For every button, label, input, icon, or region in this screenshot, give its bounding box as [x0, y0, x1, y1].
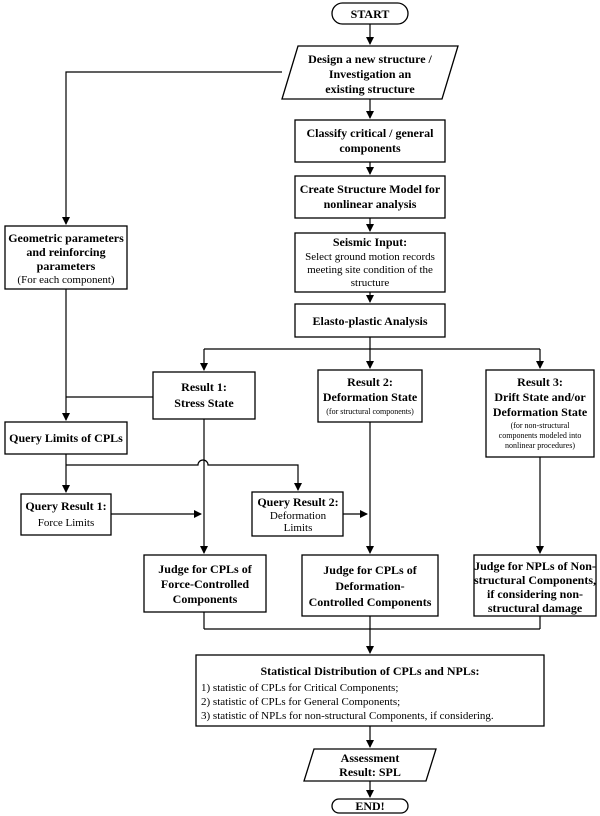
- elasto-box: Elasto-plastic Analysis: [294, 303, 446, 338]
- end-label: END!: [355, 799, 384, 813]
- query1-box: Query Result 1: Force Limits: [20, 493, 112, 536]
- query2-sub-2: Limits: [284, 522, 313, 534]
- classify-line-1: Classify critical / general: [307, 126, 435, 140]
- stat-title: Statistical Distribution of CPLs and NPL…: [260, 664, 479, 678]
- arrow-design-to-geometric: [62, 71, 282, 225]
- judge2-line-3: Controlled Components: [309, 595, 432, 609]
- result1-line-2: Stress State: [174, 396, 234, 410]
- stat-item-1: 1) statistic of CPLs for Critical Compon…: [201, 682, 398, 694]
- query1-sub: Force Limits: [38, 517, 95, 529]
- design-line-1: Design a new structure /: [308, 52, 432, 66]
- judge1-box: Judge for CPLs of Force-Controlled Compo…: [143, 554, 267, 613]
- elasto-label: Elasto-plastic Analysis: [312, 314, 427, 328]
- stat-item-2: 2) statistic of CPLs for General Compone…: [201, 696, 400, 708]
- result3-box: Result 3: Drift State and/or Deformation…: [485, 369, 595, 458]
- model-line-2: nonlinear analysis: [324, 197, 417, 211]
- judge2-line-1: Judge for CPLs of: [323, 563, 417, 577]
- judge3-line-1: Judge for NPLs of Non-: [474, 559, 596, 573]
- result2-note: (for structural components): [326, 407, 414, 416]
- result1-line-1: Result 1:: [181, 380, 227, 394]
- judge1-line-3: Components: [173, 592, 238, 606]
- query-limits-label: Query Limits of CPLs: [9, 431, 123, 445]
- start-terminal: START: [331, 2, 409, 25]
- geometric-line-3: parameters: [37, 259, 96, 273]
- judge3-line-2: structural Components,: [474, 573, 596, 587]
- assess-line-2: Result: SPL: [339, 765, 401, 779]
- query1-title: Query Result 1:: [25, 499, 106, 513]
- classify-box: Classify critical / general components: [294, 119, 446, 163]
- design-io: Design a new structure / Investigation a…: [281, 45, 459, 100]
- result2-line-2: Deformation State: [323, 390, 418, 404]
- judge1-line-2: Force-Controlled: [161, 577, 250, 591]
- arrow-to-query2: [66, 459, 302, 491]
- assess-line-1: Assessment: [341, 751, 400, 765]
- result3-note-1: (for non-structural: [511, 421, 571, 430]
- seismic-box: Seismic Input: Select ground motion reco…: [294, 232, 446, 293]
- end-terminal: END!: [331, 798, 409, 814]
- model-box: Create Structure Model for nonlinear ana…: [294, 175, 446, 219]
- judge3-line-4: structural damage: [488, 601, 583, 615]
- assess-io: Assessment Result: SPL: [303, 748, 437, 782]
- result3-line-3: Deformation State: [493, 405, 588, 419]
- result3-line-2: Drift State and/or: [494, 390, 586, 404]
- query2-title: Query Result 2:: [257, 495, 338, 509]
- seismic-line-2: meeting site condition of the: [307, 264, 433, 276]
- result2-box: Result 2: Deformation State (for structu…: [317, 369, 423, 423]
- connectors: [62, 24, 544, 798]
- result3-note-2: components modeled into: [499, 431, 582, 440]
- design-line-2: Investigation an: [329, 67, 412, 81]
- result2-line-1: Result 2:: [347, 375, 393, 389]
- stat-box: Statistical Distribution of CPLs and NPL…: [195, 654, 545, 727]
- seismic-line-1: Select ground motion records: [305, 251, 435, 263]
- geometric-box: Geometric parameters and reinforcing par…: [4, 225, 128, 290]
- stat-item-3: 3) statistic of NPLs for non-structural …: [201, 710, 494, 722]
- start-label: START: [351, 7, 390, 21]
- seismic-title: Seismic Input:: [333, 235, 407, 249]
- judge1-line-1: Judge for CPLs of: [158, 562, 252, 576]
- query2-box: Query Result 2: Deformation Limits: [251, 491, 344, 537]
- geometric-line-1: Geometric parameters: [8, 231, 124, 245]
- judge2-box: Judge for CPLs of Deformation- Controlle…: [301, 554, 439, 617]
- judge3-line-3: if considering non-: [487, 587, 583, 601]
- judge3-box: Judge for NPLs of Non- structural Compon…: [473, 554, 597, 617]
- design-line-3: existing structure: [325, 82, 415, 96]
- seismic-line-3: structure: [351, 277, 390, 289]
- geometric-line-2: and reinforcing: [26, 245, 105, 259]
- result1-box: Result 1: Stress State: [152, 371, 256, 420]
- geometric-note: (For each component): [17, 274, 114, 286]
- judge2-line-2: Deformation-: [335, 579, 404, 593]
- model-line-1: Create Structure Model for: [300, 182, 441, 196]
- result3-note-3: nonlinear procedures): [505, 441, 575, 450]
- query2-sub-1: Deformation: [270, 510, 327, 522]
- query-limits-box: Query Limits of CPLs: [4, 421, 128, 455]
- result3-line-1: Result 3:: [517, 375, 563, 389]
- classify-line-2: components: [339, 141, 401, 155]
